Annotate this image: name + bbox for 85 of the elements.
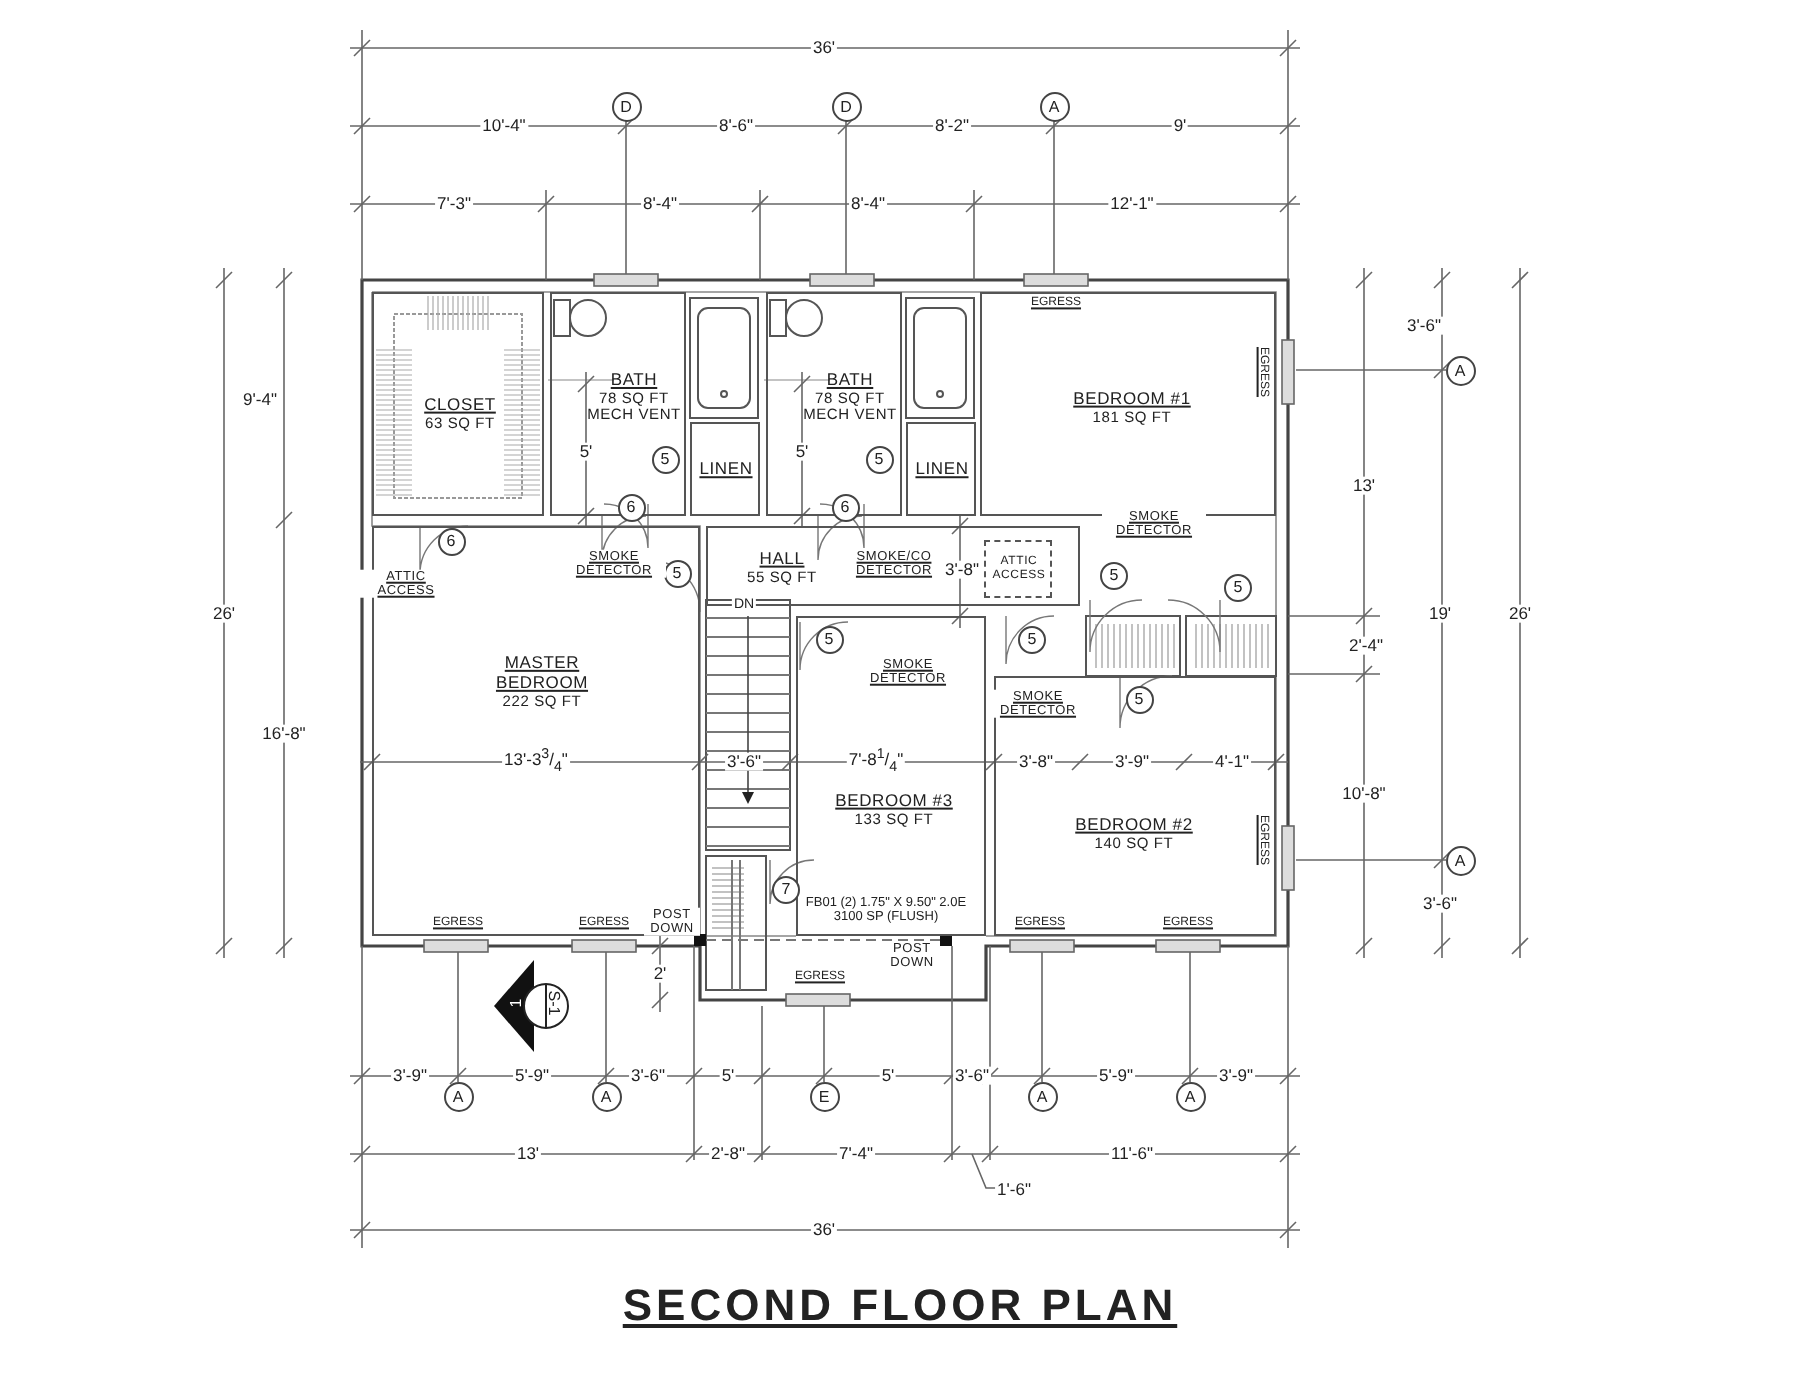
room-outline [906, 422, 976, 516]
dimension-label: 3'-6" [629, 1066, 667, 1086]
door-tag: 5 [815, 625, 843, 653]
dimension-label: 3'-9" [1113, 752, 1151, 772]
dimension-label: 5' [577, 442, 595, 462]
grid-bubble: A [1027, 1081, 1057, 1111]
door-tag: 5 [1018, 626, 1046, 654]
dimension-label: 7'-8$^{1}$/$_{4}$" [846, 747, 906, 777]
dimension-label: 4'-1" [1213, 752, 1251, 772]
door-tag: 5 [663, 559, 691, 587]
dimension-label: 2'-8" [709, 1144, 747, 1164]
dimension-label: 5' [793, 442, 811, 462]
door-tag: 5 [1100, 562, 1128, 590]
dimension-label: 8'-6" [717, 116, 755, 136]
dimension-label: 36' [810, 38, 838, 58]
dimension-label: 11'-6" [1108, 1144, 1156, 1164]
room-name: BEDROOM #1 [1071, 389, 1193, 410]
dimension-label: 8'-2" [933, 116, 971, 136]
dimension-label: 2'-4" [1347, 636, 1385, 656]
dimension-label: 3'-6" [953, 1066, 991, 1086]
dimension-label: 7'-4" [837, 1144, 875, 1164]
dimension-label: 10'-4" [480, 116, 528, 136]
dimension-label: 26' [1506, 604, 1534, 624]
room-name: BEDROOM #2 [1073, 815, 1195, 836]
room-name: BATH [824, 371, 876, 391]
grid-bubble: A [1175, 1081, 1205, 1111]
dimension-label: 2' [651, 964, 669, 984]
door-tag: 6 [831, 493, 859, 521]
dimension-label: 7'-3" [435, 194, 473, 214]
dimension-label: 9' [1171, 116, 1189, 136]
dimension-label: 13'-3$^{3}$/$_{4}$" [502, 747, 570, 777]
door-tag: 5 [865, 445, 893, 473]
dimension-label: 1'-6" [995, 1180, 1033, 1200]
door-tag: 7 [772, 876, 800, 904]
section-number: 1 [507, 998, 526, 1008]
dimension-label: 12'-1" [1108, 194, 1156, 214]
dimension-label: 8'-4" [641, 194, 679, 214]
grid-bubble: A [1039, 91, 1069, 121]
room-outline [550, 292, 686, 516]
room-outline [690, 422, 760, 516]
grid-bubble: A [1445, 845, 1475, 875]
door-tag: 6 [437, 527, 465, 555]
door-tag: 5 [1125, 685, 1153, 713]
dimension-label: 9'-4" [241, 390, 279, 410]
dimension-label: 36' [810, 1220, 838, 1240]
dimension-label: 19' [1426, 604, 1454, 624]
room-name: CLOSET [422, 395, 498, 416]
room-name: BATH [608, 371, 660, 391]
room-name: LINEN [697, 460, 755, 480]
dimension-label: 3'-6" [725, 752, 763, 772]
section-marker [494, 960, 570, 1052]
dimension-label: 26' [210, 604, 238, 624]
sheet-number: S-1 [545, 990, 564, 1016]
dimension-label: 5' [719, 1066, 737, 1086]
grid-bubble: D [831, 91, 861, 121]
room-name: BEDROOM #3 [833, 791, 955, 812]
grid-bubble: E [809, 1081, 839, 1111]
dimension-label: 3'-6" [1421, 894, 1459, 914]
dimension-label: 5'-9" [1097, 1066, 1135, 1086]
dimension-label: 13' [1350, 476, 1378, 496]
dimension-label: 3'-6" [1405, 316, 1443, 336]
attic-access-hatch [983, 539, 1051, 597]
grid-bubble: D [611, 91, 641, 121]
dimension-label: 8'-4" [849, 194, 887, 214]
dimension-label: 3'-8" [1017, 752, 1055, 772]
dimension-label: 3'-9" [391, 1066, 429, 1086]
door-tag: 6 [617, 493, 645, 521]
room-outline [372, 292, 544, 516]
room-name: MASTER BEDROOM [493, 653, 591, 693]
dimension-label: 5'-9" [513, 1066, 551, 1086]
room-outline [766, 292, 902, 516]
grid-bubble: A [1445, 355, 1475, 385]
dimension-label: 10'-8" [1340, 784, 1388, 804]
door-tag: 5 [651, 445, 679, 473]
dimension-label: 3'-9" [1217, 1066, 1255, 1086]
grid-bubble: A [591, 1081, 621, 1111]
dimension-label: 3'-8" [943, 560, 981, 580]
door-tag: 5 [1224, 574, 1252, 602]
room-name: HALL [757, 549, 807, 570]
dimension-label: 5' [879, 1066, 897, 1086]
dimension-label: 13' [514, 1144, 542, 1164]
plan-title: SECOND FLOOR PLAN [622, 1280, 1178, 1330]
room-name: LINEN [913, 460, 971, 480]
grid-bubble: A [443, 1081, 473, 1111]
dimension-label: 16'-8" [260, 724, 308, 744]
